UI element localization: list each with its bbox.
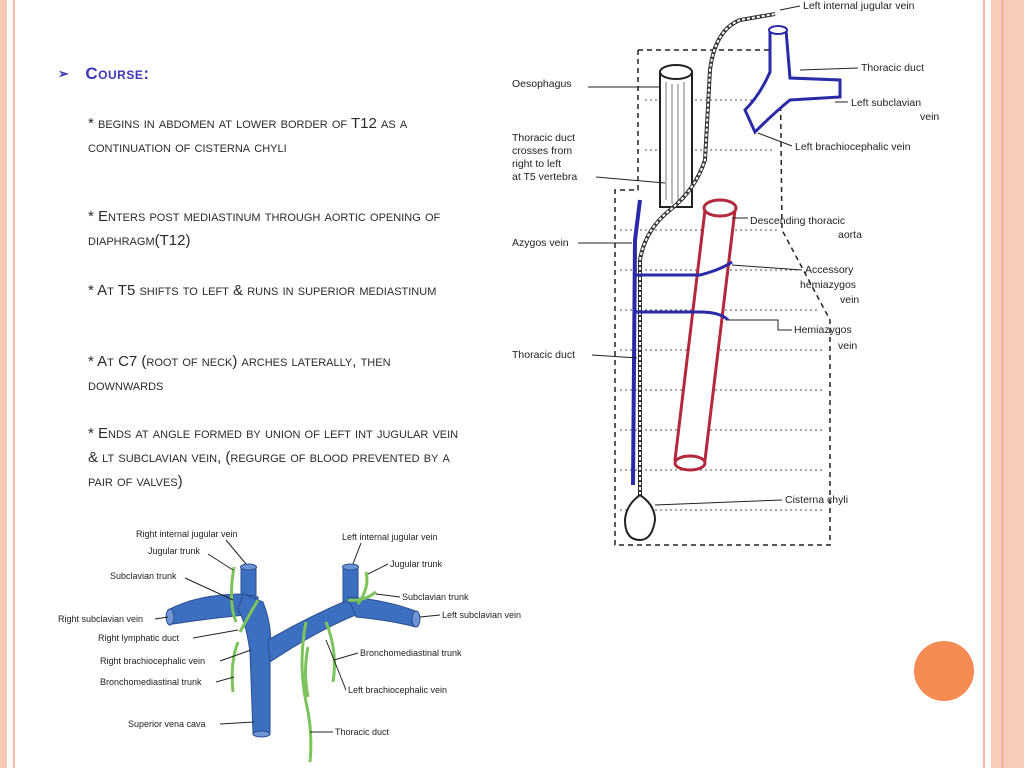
cisterna-chyli-shape bbox=[623, 493, 657, 542]
left-border-stripe bbox=[0, 0, 7, 768]
label-broncho-r: Bronchomediastinal trunk bbox=[100, 677, 202, 687]
label-left-brachio: Left brachiocephalic vein bbox=[348, 685, 447, 695]
azygos-vein bbox=[631, 199, 642, 486]
bullet-paragraph-3: * At T5 shifts to left & runs in superio… bbox=[88, 282, 437, 299]
label-left-ij: Left internal jugular vein bbox=[342, 532, 438, 542]
label-crosses-2: crosses from bbox=[512, 145, 572, 157]
bullet-paragraph-1: * begins in abdomen at lower border of T… bbox=[88, 115, 408, 156]
label-accessory-2: hemiazygos bbox=[800, 279, 856, 291]
bullet-paragraph-5: * Ends at angle formed by union of left … bbox=[88, 425, 459, 490]
label-descending-1: Descending thoracic bbox=[750, 215, 845, 227]
label-right-lymphatic: Right lymphatic duct bbox=[98, 633, 180, 643]
label-right-brachio: Right brachiocephalic vein bbox=[100, 656, 205, 666]
arrow-bullet-icon: ➢ bbox=[58, 66, 70, 81]
bullet-paragraph-4: * At C7 (root of neck) arches laterally,… bbox=[88, 353, 391, 394]
label-left-subclavian-1: Left subclavian bbox=[851, 97, 921, 109]
vertebral-column-outline bbox=[614, 49, 831, 546]
label-left-brachiocephalic: Left brachiocephalic vein bbox=[795, 141, 911, 153]
label-left-subclavian-2: vein bbox=[920, 111, 939, 123]
label-crosses-3: right to left bbox=[512, 158, 561, 170]
label-cisterna: Cisterna chyli bbox=[785, 494, 848, 506]
label-oesophagus: Oesophagus bbox=[512, 78, 572, 90]
label-crosses-4: at T5 vertebra bbox=[512, 171, 577, 183]
slide-text-content: ➢ Course: * begins in abdomen at lower b… bbox=[58, 64, 468, 490]
bottom-diagram-labels: Right internal jugular vein Jugular trun… bbox=[58, 529, 521, 737]
thoracic-duct-inner bbox=[639, 13, 776, 505]
label-svc: Superior vena cava bbox=[128, 719, 206, 729]
bullet-paragraph-2: * Enters post mediastinum through aortic… bbox=[88, 208, 441, 249]
label-hemiazygos-1: Hemiazygos bbox=[794, 324, 852, 336]
label-jugular-trunk-r: Jugular trunk bbox=[148, 546, 201, 556]
top-diagram-labels: Left internal jugular vein Thoracic duct… bbox=[512, 0, 939, 506]
label-thoracic-duct-top: Thoracic duct bbox=[861, 62, 924, 74]
venous-junction-diagram: Right internal jugular vein Jugular trun… bbox=[58, 529, 521, 763]
label-crosses-1: Thoracic duct bbox=[512, 132, 575, 144]
hemiazygos-branches bbox=[635, 260, 733, 322]
label-accessory-1: Accessory bbox=[805, 264, 854, 276]
label-broncho-l: Bronchomediastinal trunk bbox=[360, 648, 462, 658]
thoracic-duct-course-diagram: Left internal jugular vein Thoracic duct… bbox=[512, 0, 939, 546]
label-left-internal-jugular: Left internal jugular vein bbox=[803, 0, 915, 12]
left-border-line bbox=[13, 0, 15, 768]
label-jugular-trunk-l: Jugular trunk bbox=[390, 559, 443, 569]
label-subclavian-trunk-r: Subclavian trunk bbox=[110, 571, 177, 581]
right-border-line bbox=[983, 0, 985, 768]
left-jugular-subclavian-veins bbox=[743, 25, 842, 135]
label-right-subclavian: Right subclavian vein bbox=[58, 614, 143, 624]
slide-heading: ➢ Course: bbox=[58, 64, 468, 84]
right-border-stripe bbox=[991, 0, 1024, 768]
label-azygos: Azygos vein bbox=[512, 237, 569, 249]
label-right-ij: Right internal jugular vein bbox=[136, 529, 238, 539]
label-accessory-3: vein bbox=[840, 294, 859, 306]
oesophagus-shape bbox=[659, 64, 693, 208]
green-lymphatic-trunks bbox=[229, 566, 377, 763]
label-thoracic-duct-mid: Thoracic duct bbox=[512, 349, 575, 361]
label-subclavian-trunk-l: Subclavian trunk bbox=[402, 592, 469, 602]
label-descending-2: aorta bbox=[838, 229, 862, 241]
blue-veins bbox=[165, 563, 421, 738]
label-left-subclavian: Left subclavian vein bbox=[442, 610, 521, 620]
right-border-inner-line bbox=[1001, 0, 1004, 768]
label-hemiazygos-2: vein bbox=[838, 340, 857, 352]
decorative-orange-circle bbox=[914, 641, 974, 701]
label-thoracic-duct: Thoracic duct bbox=[335, 727, 390, 737]
heading-text: Course: bbox=[85, 64, 150, 83]
